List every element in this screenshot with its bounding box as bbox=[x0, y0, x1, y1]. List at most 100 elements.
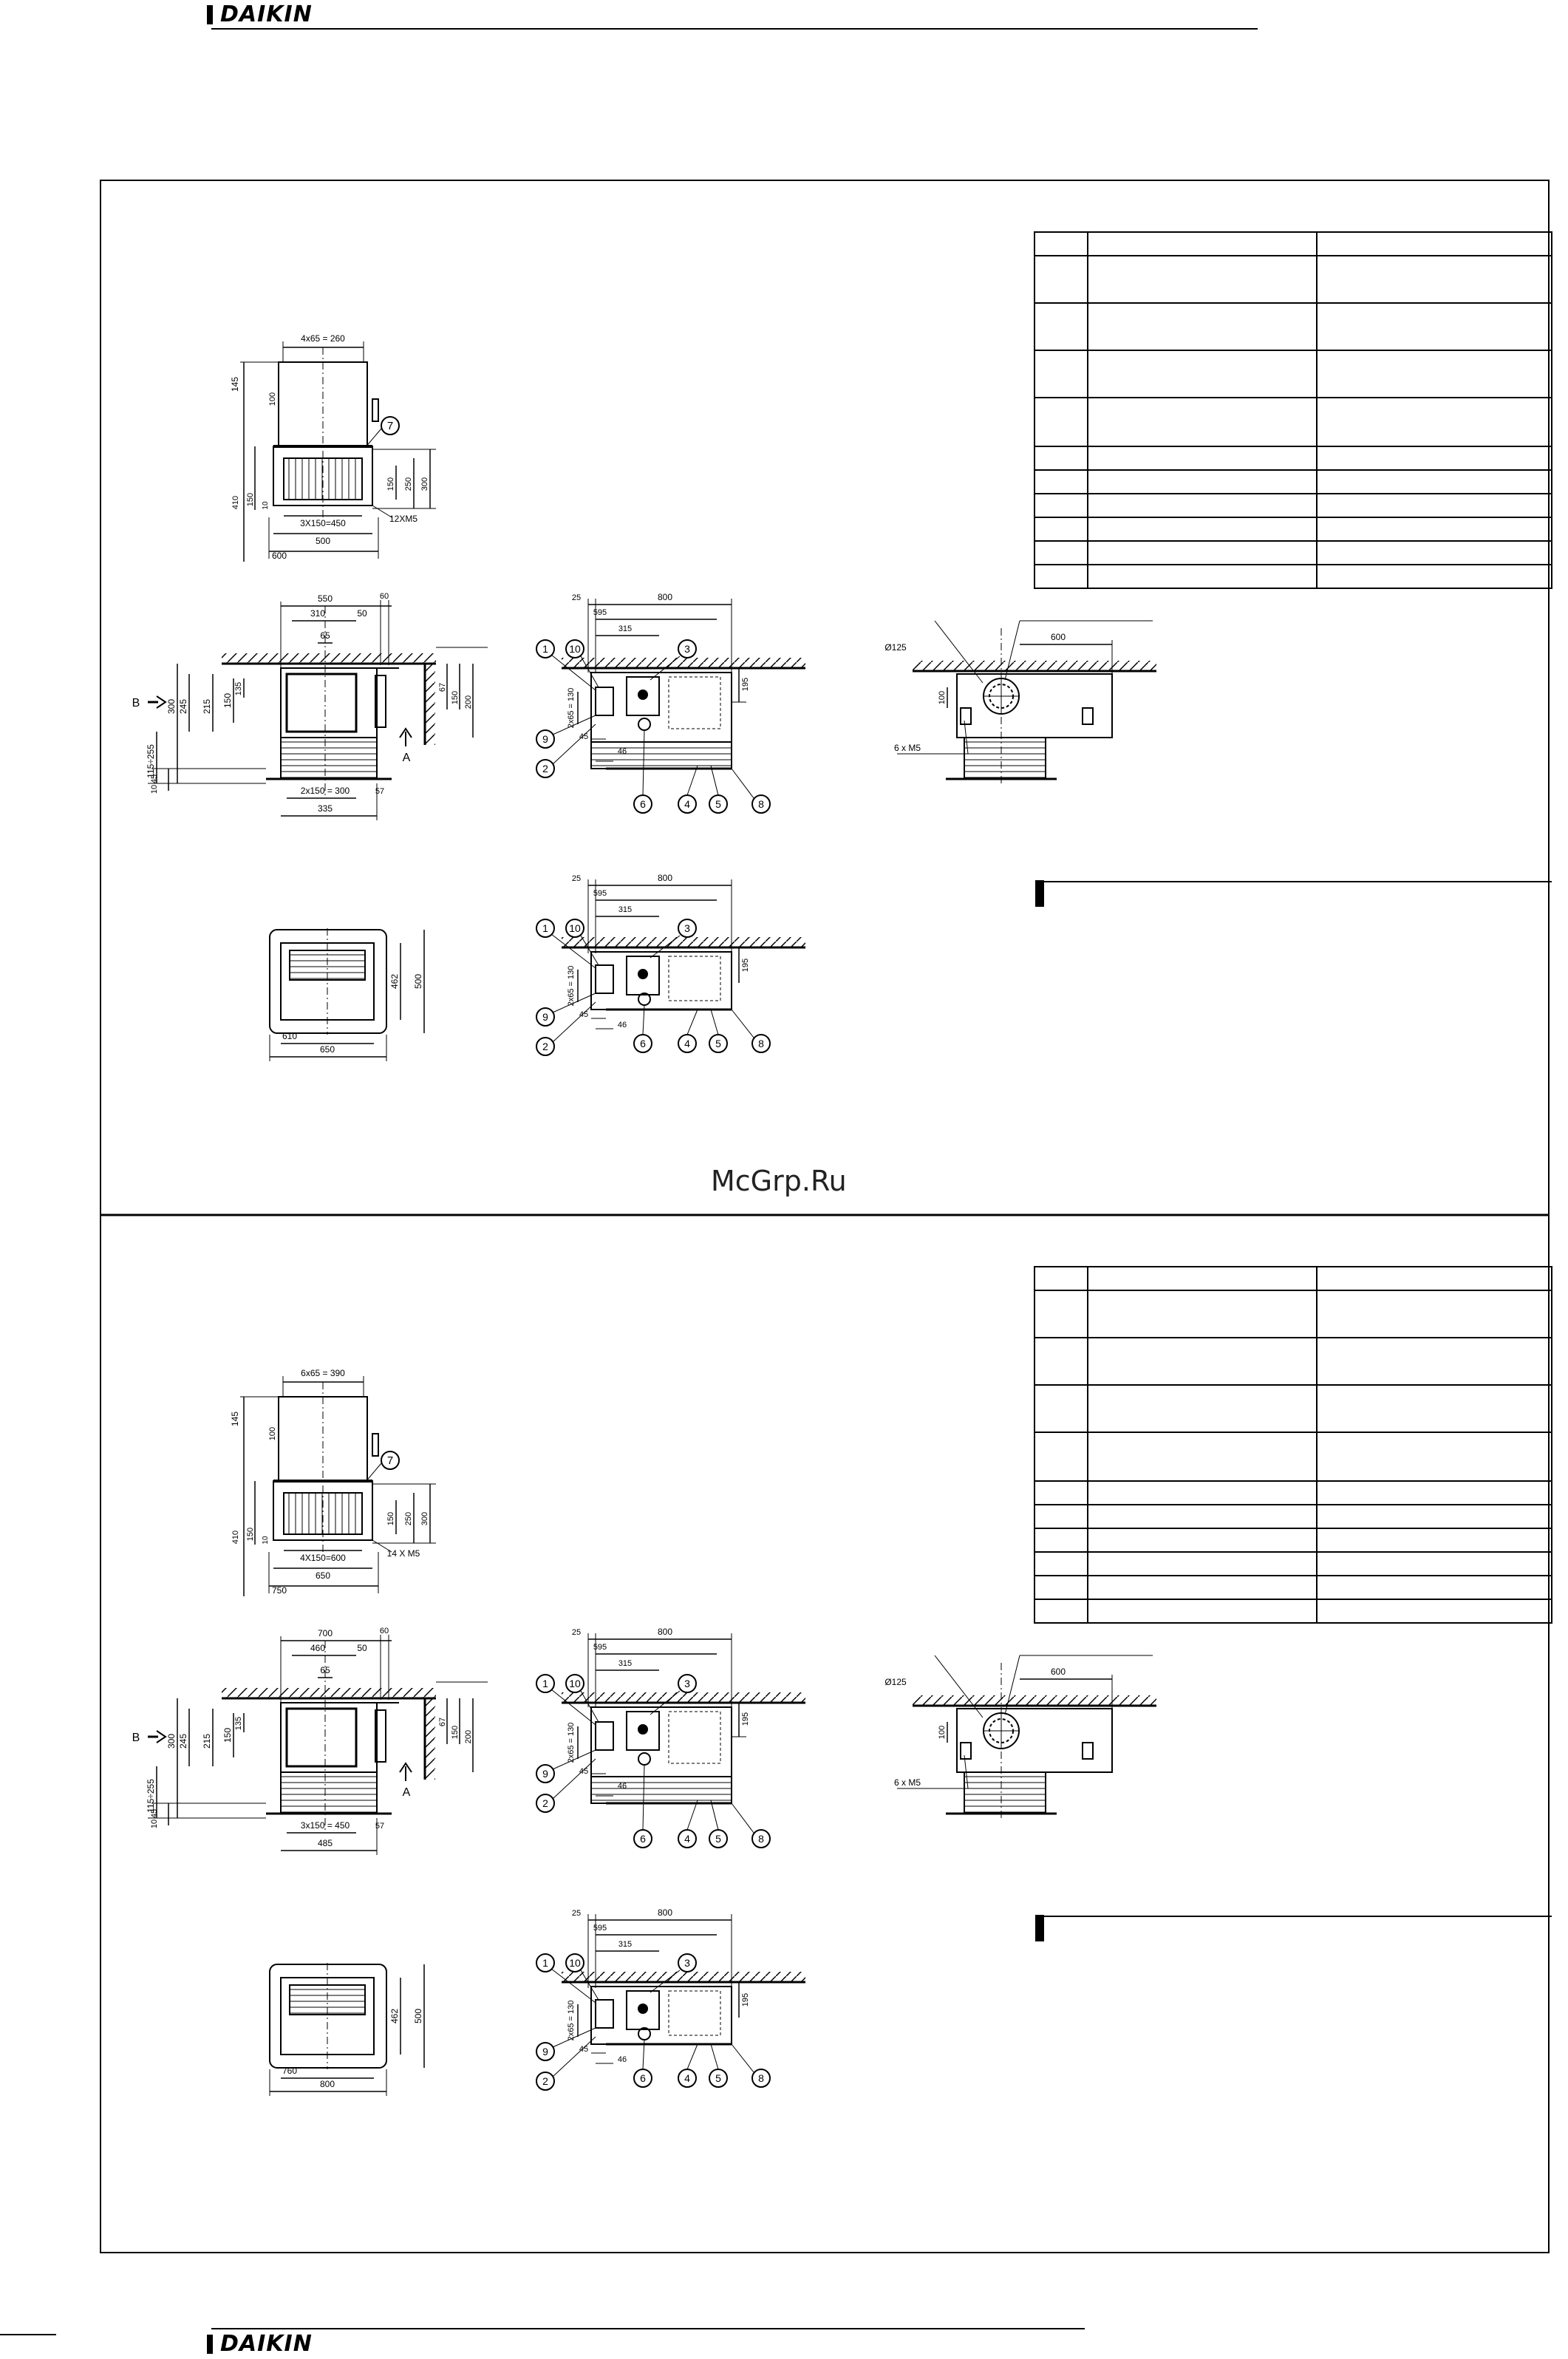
outer-frame bbox=[100, 180, 1550, 2253]
dim-195: 195 bbox=[741, 959, 750, 972]
dim-50: 50 bbox=[357, 608, 367, 619]
callout-8: 8 bbox=[758, 2072, 764, 2084]
callout-1: 1 bbox=[542, 643, 548, 655]
callout-9: 9 bbox=[542, 1768, 548, 1780]
brand-name: DAIKIN bbox=[220, 2331, 313, 2357]
dim-grille-h462: 462 bbox=[389, 974, 400, 989]
callout-9: 9 bbox=[542, 2046, 548, 2057]
dim-410: 410 bbox=[231, 1531, 240, 1544]
dim-v67: 67 bbox=[438, 683, 447, 692]
dim-v150: 150 bbox=[222, 693, 233, 708]
callout-5: 5 bbox=[715, 2072, 721, 2084]
dim-45: 45 bbox=[579, 2045, 588, 2054]
dim-115-255: 115÷255 bbox=[146, 744, 156, 778]
dim-2x65: 2x65 = 130 bbox=[567, 966, 576, 1007]
dim-595: 595 bbox=[593, 608, 607, 617]
callout-10: 10 bbox=[569, 1957, 581, 1969]
dim-v150b: 150 bbox=[451, 1726, 460, 1739]
dim-10: 10 bbox=[262, 501, 270, 510]
dim-595: 595 bbox=[593, 1924, 607, 1933]
dim-800: 800 bbox=[658, 873, 672, 883]
callout-4: 4 bbox=[684, 798, 690, 810]
callout-4: 4 bbox=[684, 2072, 690, 2084]
callout-6: 6 bbox=[640, 1038, 646, 1049]
dim-300: 300 bbox=[420, 1512, 429, 1525]
dim-side-width: 550 bbox=[318, 593, 333, 604]
dim-195: 195 bbox=[741, 678, 750, 691]
callout-3: 3 bbox=[684, 1957, 690, 1969]
callout-10: 10 bbox=[569, 1678, 581, 1689]
dim-v245: 245 bbox=[178, 1734, 188, 1749]
label-b: B bbox=[132, 697, 140, 709]
dim-195: 195 bbox=[741, 1712, 750, 1726]
dim-screws: 12XM5 bbox=[389, 514, 417, 524]
dim-315: 315 bbox=[618, 905, 632, 914]
header-logo: DAIKIN bbox=[207, 1, 313, 27]
dim-2x65: 2x65 = 130 bbox=[567, 688, 576, 729]
dim-10: 10 bbox=[262, 1536, 270, 1545]
dim-410: 410 bbox=[231, 496, 240, 509]
dim-grille-h500: 500 bbox=[413, 2009, 423, 2023]
dim-duct-screws: 6 x M5 bbox=[894, 743, 921, 753]
dim-grille-outer: 650 bbox=[320, 1044, 335, 1055]
dim-115-255: 115÷255 bbox=[146, 1779, 156, 1813]
dim-595: 595 bbox=[593, 1643, 607, 1652]
dim-width-outer: 750 bbox=[272, 1585, 287, 1596]
dim-45: 45 bbox=[579, 1010, 588, 1019]
dim-25: 25 bbox=[572, 1909, 581, 1918]
dim-100: 100 bbox=[268, 392, 277, 406]
callout-9: 9 bbox=[542, 733, 548, 745]
brand-name: DAIKIN bbox=[220, 1, 313, 27]
dim-width-outer: 600 bbox=[272, 551, 287, 561]
dim-v215: 215 bbox=[202, 699, 212, 714]
dim-v200: 200 bbox=[464, 695, 473, 709]
logo-bar bbox=[207, 4, 213, 24]
label-a: A bbox=[403, 1786, 411, 1799]
dim-side-base: 485 bbox=[318, 1838, 333, 1848]
dim-v45: 45 bbox=[150, 1809, 159, 1818]
callout-9: 9 bbox=[542, 1011, 548, 1023]
dim-grille-h462: 462 bbox=[389, 2009, 400, 2023]
dim-315: 315 bbox=[618, 624, 632, 633]
dim-315: 315 bbox=[618, 1940, 632, 1949]
footer-logo: DAIKIN bbox=[207, 2331, 313, 2357]
dim-145: 145 bbox=[230, 1412, 240, 1426]
callout-1: 1 bbox=[542, 922, 548, 934]
dim-v150: 150 bbox=[222, 1728, 233, 1743]
callout-7: 7 bbox=[387, 420, 393, 432]
callout-2: 2 bbox=[542, 1041, 548, 1052]
callout-2: 2 bbox=[542, 763, 548, 775]
dim-duct-100: 100 bbox=[938, 691, 947, 704]
dim-46: 46 bbox=[618, 1021, 627, 1029]
callout-8: 8 bbox=[758, 1833, 764, 1845]
dim-25: 25 bbox=[572, 1628, 581, 1637]
dim-65: 65 bbox=[320, 630, 330, 641]
dim-45: 45 bbox=[579, 732, 588, 741]
dim-45: 45 bbox=[579, 1767, 588, 1776]
dim-holes: 3X150=450 bbox=[300, 518, 346, 528]
dim-50: 50 bbox=[357, 1643, 367, 1653]
dim-top-width: 4x65 = 260 bbox=[301, 333, 345, 344]
callout-1: 1 bbox=[542, 1678, 548, 1689]
dim-57: 57 bbox=[375, 1822, 384, 1831]
dim-v150b: 150 bbox=[451, 691, 460, 704]
callout-4: 4 bbox=[684, 1833, 690, 1845]
dim-2x65: 2x65 = 130 bbox=[567, 2001, 576, 2041]
header-rule bbox=[211, 28, 1258, 30]
dim-145: 145 bbox=[230, 377, 240, 392]
dim-v10: 10 bbox=[150, 785, 159, 794]
callout-1: 1 bbox=[542, 1957, 548, 1969]
dim-310: 460 bbox=[310, 1643, 325, 1653]
dim-46: 46 bbox=[618, 2055, 627, 2064]
dim-800: 800 bbox=[658, 592, 672, 602]
dim-300: 300 bbox=[420, 477, 429, 491]
dim-v135: 135 bbox=[234, 682, 243, 695]
callout-5: 5 bbox=[715, 798, 721, 810]
dim-310: 310 bbox=[310, 608, 325, 619]
watermark: McGrp.Ru bbox=[711, 1165, 847, 1197]
label-a: A bbox=[403, 752, 411, 764]
callout-2: 2 bbox=[542, 1797, 548, 1809]
